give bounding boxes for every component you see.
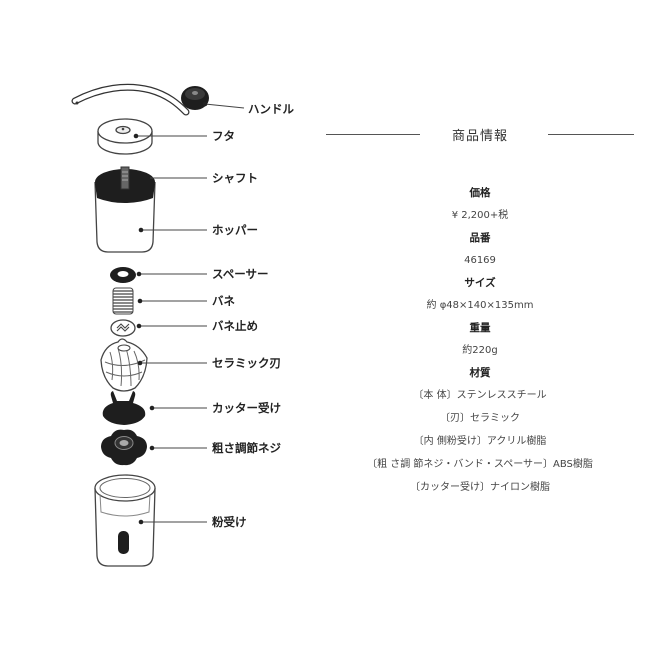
powder-cup-part xyxy=(94,474,156,567)
callout-spring-stopper: バネ止め xyxy=(136,319,258,333)
header-rule-right xyxy=(548,134,634,135)
size-heading: サイズ xyxy=(464,277,496,289)
material-line: 〔粗 さ調 節ネジ・バンド・スペーサー〕ABS樹脂 xyxy=(367,459,593,470)
price-value: ¥ 2,200+税 xyxy=(451,210,509,221)
ceramic-blade-part xyxy=(100,338,148,392)
size-value: 約 φ48×140×135mm xyxy=(426,300,534,311)
header-rule-left xyxy=(326,134,420,135)
material-line: 〔カッター受け〕ナイロン樹脂 xyxy=(410,482,550,493)
product-info-header: 商品情報 xyxy=(326,120,634,150)
callout-hopper: ホッパー xyxy=(138,223,258,237)
product-info-panel: 商品情報 価格 ¥ 2,200+税 品番 46169 サイズ 約 φ48×140… xyxy=(326,120,634,493)
part-label-handle: ハンドル xyxy=(248,102,294,116)
callout-handle: ハンドル xyxy=(202,101,294,116)
spring-stopper-part xyxy=(110,319,136,337)
part-label-cutter-holder: カッター受け xyxy=(212,401,281,415)
material-line: 〔本 体〕ステンレススチール xyxy=(413,390,547,401)
material-line: 〔内 側粉受け〕アクリル樹脂 xyxy=(413,436,547,447)
item-number-value: 46169 xyxy=(464,255,496,266)
handle-part xyxy=(71,83,209,116)
weight-value: 約220g xyxy=(462,345,498,356)
callout-spacer: スペーサー xyxy=(136,267,268,281)
material-line: 〔刃〕セラミック xyxy=(440,413,520,424)
part-label-spring-stopper: バネ止め xyxy=(212,319,258,333)
part-label-coarseness-screw: 粗さ調節ネジ xyxy=(212,441,281,455)
callout-spring: バネ xyxy=(137,294,235,308)
callouts: ハンドル フタ シャフト ホッパー スペーサー バネ xyxy=(133,101,294,529)
callout-cutter-holder: カッター受け xyxy=(149,401,281,415)
callout-powder-cup: 粉受け xyxy=(138,515,247,529)
weight-heading: 重量 xyxy=(469,322,491,334)
callout-coarseness-screw: 粗さ調節ネジ xyxy=(149,441,281,455)
hopper-part xyxy=(94,166,156,253)
part-label-spring: バネ xyxy=(212,294,235,308)
item-number-heading: 品番 xyxy=(469,232,491,244)
spring-part xyxy=(112,287,134,315)
callout-shaft: シャフト xyxy=(150,171,258,185)
part-label-powder-cup: 粉受け xyxy=(212,515,247,529)
lid-part xyxy=(97,118,153,155)
coarseness-screw-part xyxy=(101,429,147,466)
price-heading: 価格 xyxy=(469,187,491,199)
part-label-shaft: シャフト xyxy=(212,171,258,185)
part-label-spacer: スペーサー xyxy=(212,267,268,281)
part-label-ceramic-blade: セラミック刃 xyxy=(212,356,281,370)
part-label-hopper: ホッパー xyxy=(212,223,258,237)
cutter-holder-part xyxy=(102,391,146,425)
spec-list: 価格 ¥ 2,200+税 品番 46169 サイズ 約 φ48×140×135m… xyxy=(326,182,634,499)
spacer-part xyxy=(110,267,136,283)
callout-ceramic-blade: セラミック刃 xyxy=(137,356,281,370)
callout-lid: フタ xyxy=(133,129,235,143)
part-label-lid: フタ xyxy=(212,129,235,143)
material-heading: 材質 xyxy=(469,367,491,379)
product-info-title: 商品情報 xyxy=(451,129,508,144)
